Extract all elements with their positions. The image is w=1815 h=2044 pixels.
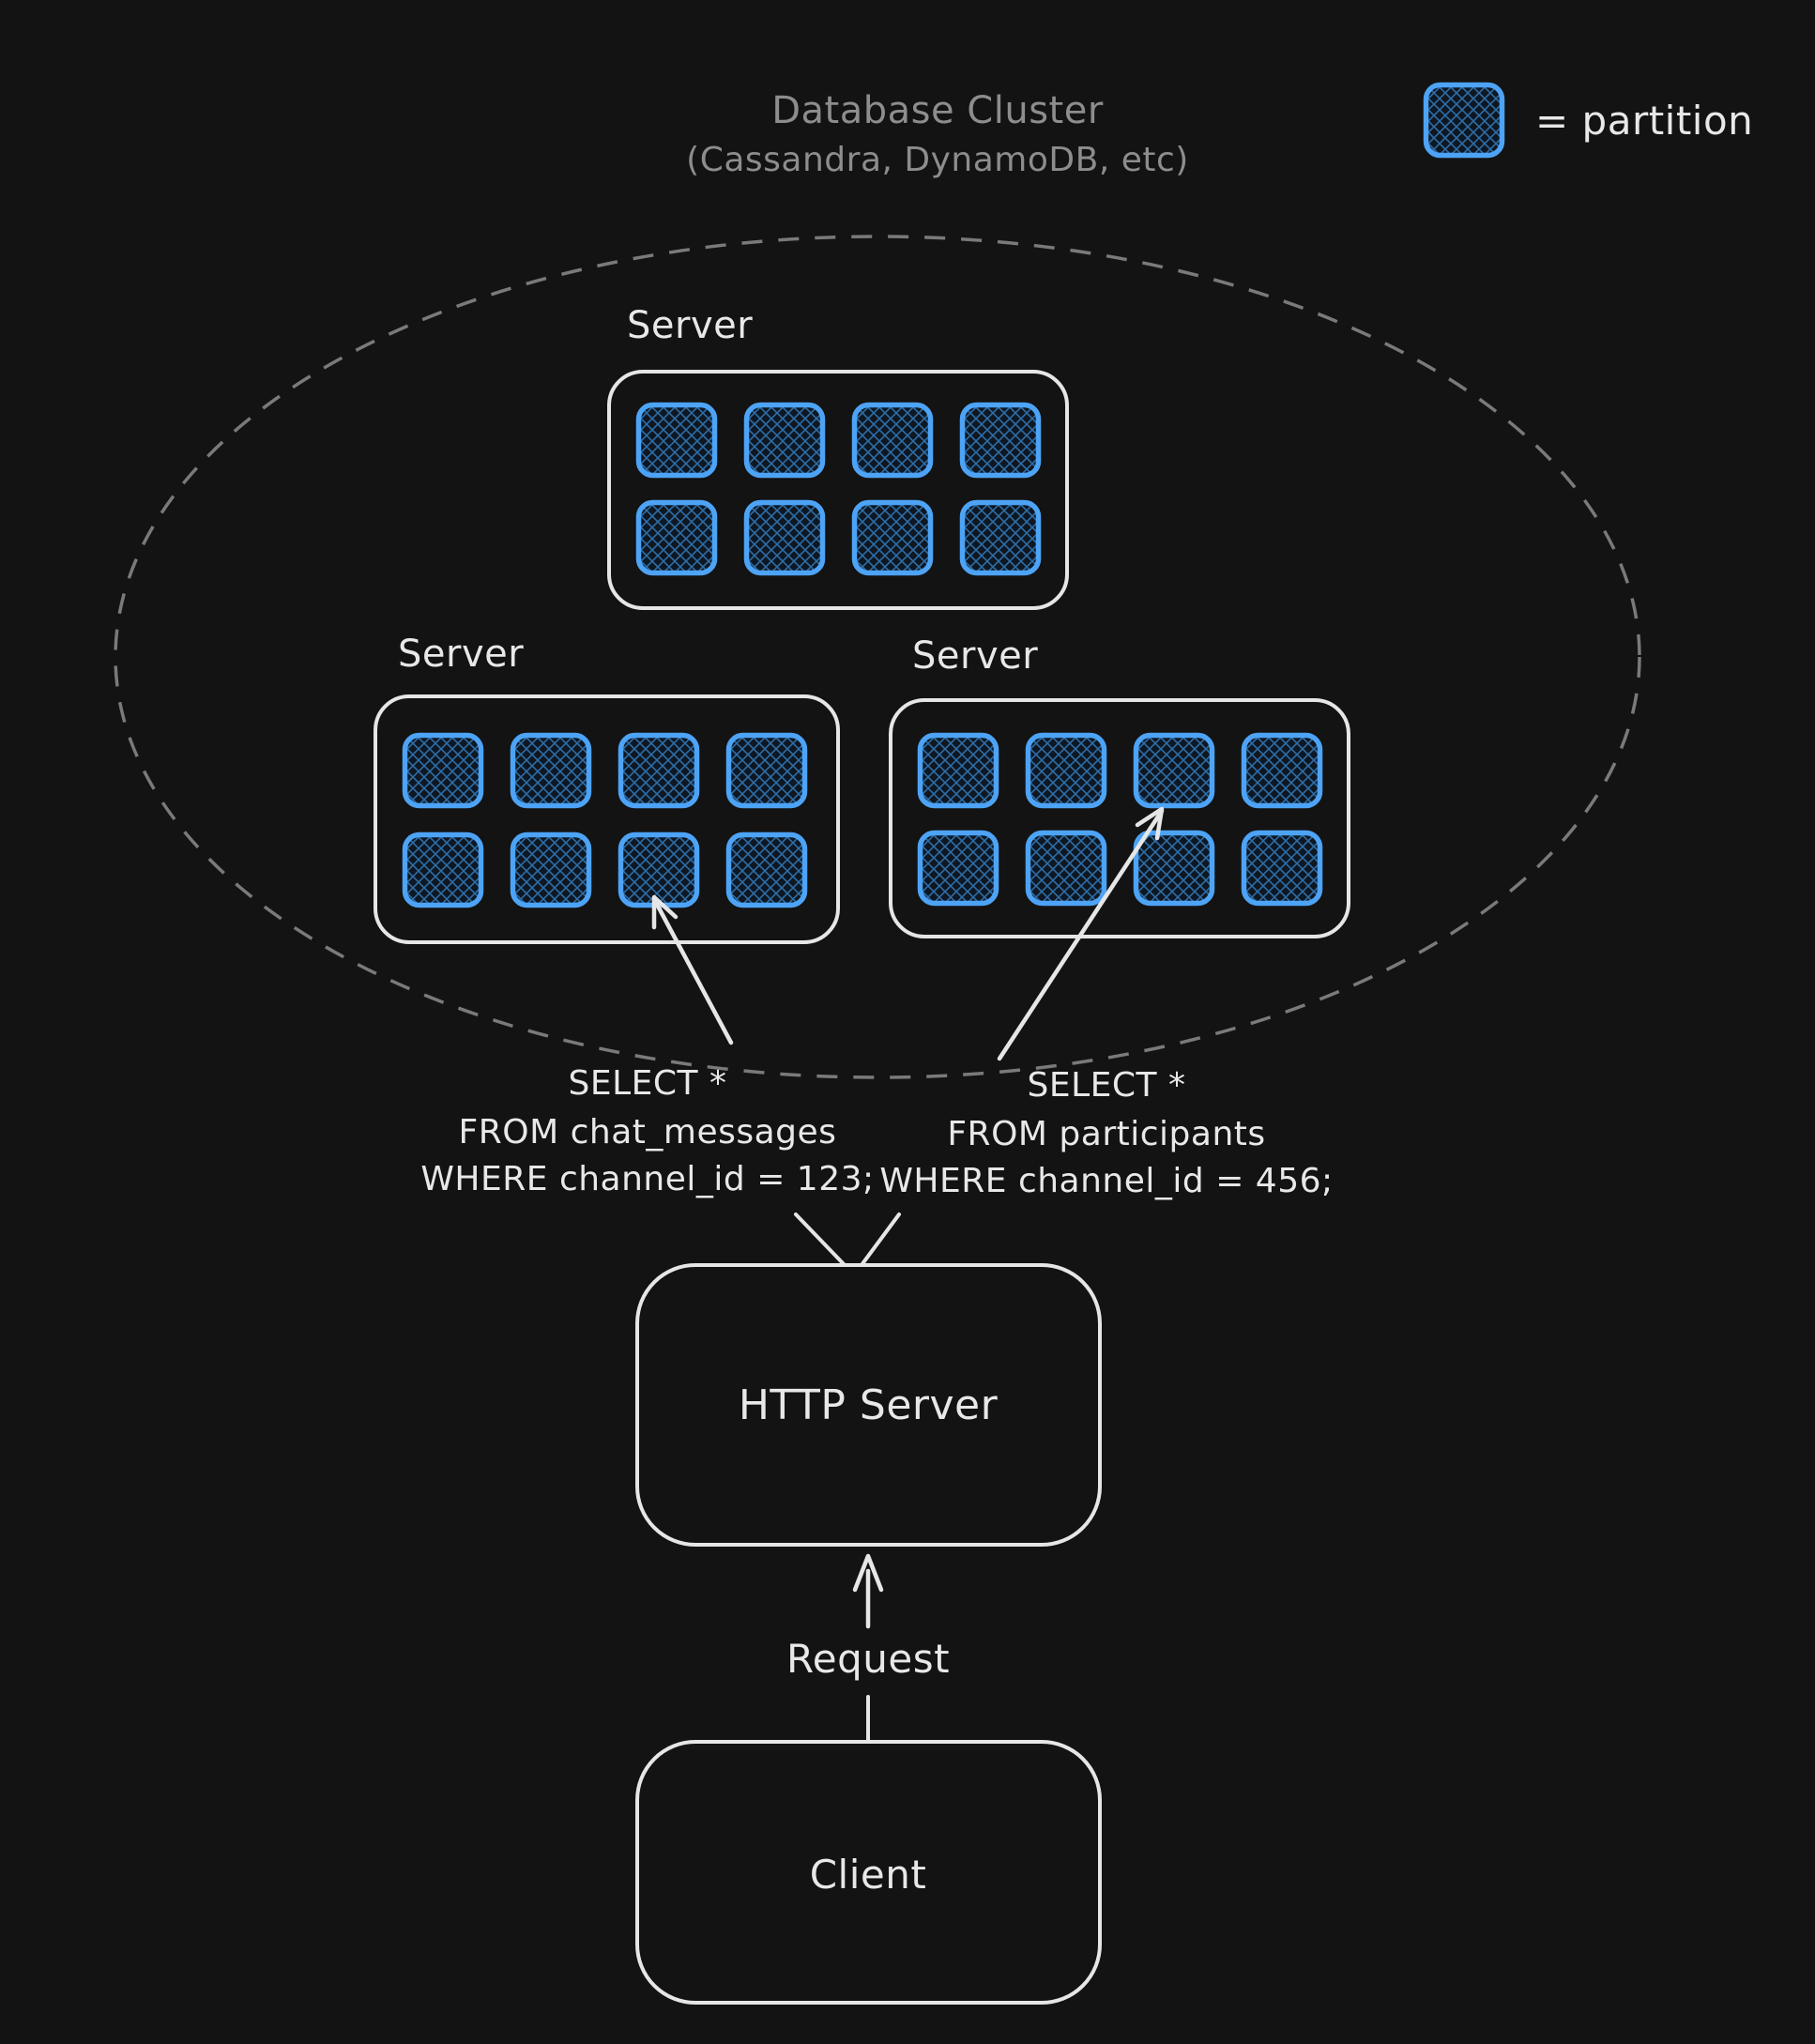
- partition: [639, 405, 715, 476]
- http-server-label: HTTP Server: [739, 1381, 999, 1429]
- partition: [921, 736, 997, 806]
- client: Client: [635, 1740, 1102, 2005]
- query-left-line1: SELECT *: [569, 1064, 727, 1103]
- partition: [1244, 736, 1320, 806]
- cluster-subtitle: (Cassandra, DynamoDB, etc): [686, 141, 1189, 179]
- http-server: HTTP Server: [635, 1263, 1102, 1547]
- partition: [963, 503, 1039, 573]
- partition: [729, 736, 805, 806]
- request-label: Request: [786, 1636, 950, 1682]
- partition: [855, 405, 931, 476]
- client-box: [635, 1740, 1102, 2005]
- cluster-title: Database Cluster: [771, 89, 1104, 132]
- partition: [747, 405, 823, 476]
- server-left-box: [374, 694, 840, 944]
- server-left: Server: [374, 633, 840, 944]
- query-right-line3: WHERE channel_id = 456;: [879, 1162, 1333, 1200]
- partition: [921, 833, 997, 904]
- partition: [729, 835, 805, 906]
- http-server-box: [635, 1263, 1102, 1547]
- partition: [747, 503, 823, 573]
- connector-query-left-http: [794, 1213, 846, 1267]
- query-left-line2: FROM chat_messages: [459, 1113, 837, 1152]
- partition: [405, 835, 481, 906]
- arrow-query-left-to-partition: [651, 894, 734, 1045]
- connector-query-right-http: [860, 1213, 901, 1267]
- server-left-label: Server: [398, 633, 524, 676]
- legend: = partition: [1426, 85, 1753, 156]
- query-right-line1: SELECT *: [1028, 1066, 1186, 1105]
- server-right-label: Server: [912, 634, 1038, 678]
- arrow-query-right-to-partition: [997, 806, 1165, 1061]
- server-top: Server: [607, 304, 1069, 610]
- query-left: SELECT * FROM chat_messages WHERE channe…: [420, 1064, 874, 1198]
- query-right: SELECT * FROM participants WHERE channel…: [879, 1066, 1333, 1200]
- server-right: Server: [889, 634, 1350, 938]
- server-right-box: [889, 698, 1350, 938]
- partition: [621, 736, 697, 806]
- arrow-request: [852, 1553, 884, 1629]
- server-top-box: [607, 370, 1069, 610]
- partition: [621, 835, 697, 906]
- partition: [1136, 736, 1213, 806]
- partition: [513, 736, 589, 806]
- query-right-line2: FROM participants: [947, 1115, 1265, 1153]
- legend-label: = partition: [1535, 98, 1753, 144]
- partition: [1029, 833, 1105, 904]
- partition: [513, 835, 589, 906]
- partition: [1029, 736, 1105, 806]
- client-label: Client: [810, 1852, 927, 1898]
- database-cluster-boundary: [114, 235, 1641, 1079]
- partition: [1244, 833, 1320, 904]
- query-left-line3: WHERE channel_id = 123;: [420, 1160, 874, 1198]
- partition-legend-icon: [1426, 85, 1502, 156]
- partition: [855, 503, 931, 573]
- server-top-label: Server: [627, 304, 753, 347]
- partition: [963, 405, 1039, 476]
- partition: [1136, 833, 1213, 904]
- partition: [639, 503, 715, 573]
- partition: [405, 736, 481, 806]
